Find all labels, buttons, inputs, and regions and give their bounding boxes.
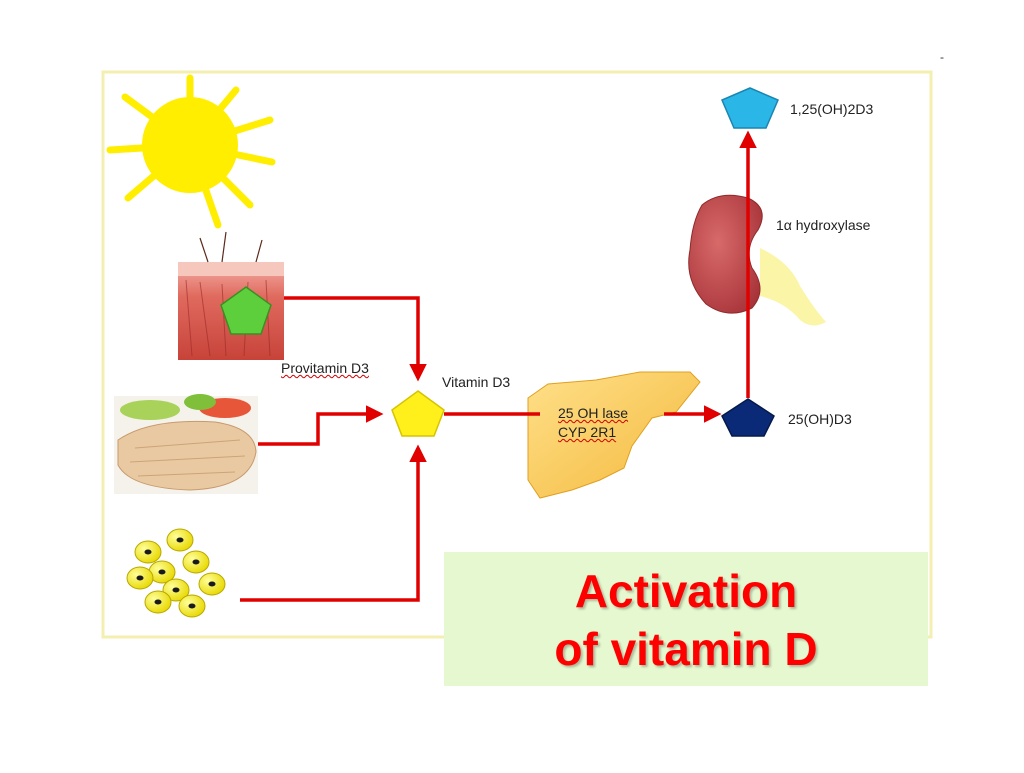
enzyme-label-line2: CYP 2R1 [558,424,617,440]
skin-icon [178,231,284,360]
enzyme-label-line1: 25 OH lase [558,405,629,421]
calcidiol-label: 25(OH)D3 [788,411,852,427]
supplement-pills-icon [126,528,226,618]
arrow-food-to-vitamin [258,405,384,446]
sun-icon [106,74,276,229]
vitamin-d3-pentagon-icon [391,390,445,437]
arrow-pills-to-vitamin [240,444,427,602]
hydroxylase-label: 1α hydroxylase [776,217,871,233]
calcitriol-label: 1,25(OH)2D3 [790,101,874,117]
vitamin-d3-label: Vitamin D3 [442,374,511,390]
caption-line-1: Activation [574,565,798,617]
calcitriol-pentagon-icon [721,87,779,129]
provitamin-pentagon-icon [220,286,272,335]
kidney-icon [688,194,826,326]
arrow-skin-to-vitamin [284,296,427,382]
provitamin-label: Provitamin D3 [281,360,369,376]
corner-mark: - [940,50,944,64]
calcidiol-pentagon-icon [721,398,775,437]
fish-food-icon [114,394,258,494]
caption-box: Activation of vitamin D [444,552,928,686]
liver-icon [527,371,701,499]
caption-line-2: of vitamin D [554,623,818,675]
